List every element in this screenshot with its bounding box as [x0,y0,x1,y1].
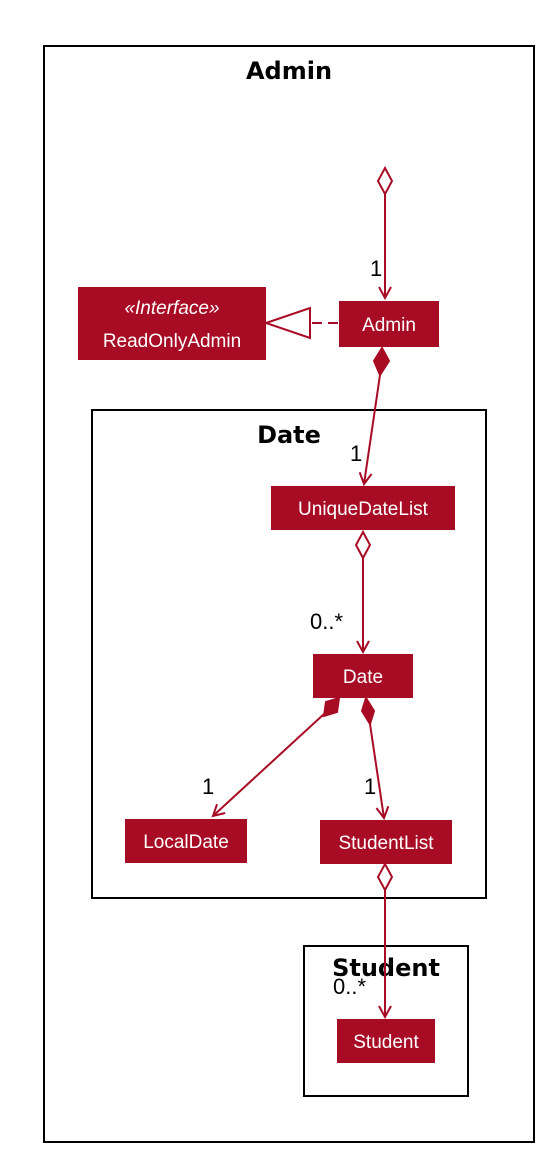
date-label: Date [343,667,383,688]
aggregation-diamond-icon [354,529,372,561]
package-admin: Admin [43,45,535,1143]
admin-label: Admin [362,315,416,336]
relation-realization-read-only-admin [262,306,338,340]
relation-student-list-to-student: 0..* [333,861,394,1017]
multiplicity-date-to-student-list: 1 [364,774,376,799]
multiplicity-unique-date-list-to-date: 0..* [310,609,343,634]
read-only-admin-stereotype: «Interface» [124,298,219,319]
package-admin-title: Admin [246,57,332,85]
relation-unique-date-list-to-date: 0..* [310,529,372,652]
composition-diamond-icon [360,695,376,727]
composition-diamond-icon [372,345,391,378]
local-date-label: LocalDate [143,832,229,853]
package-date: Date [91,409,487,899]
unique-date-list-label: UniqueDateList [298,499,429,520]
aggregation-diamond-icon [376,861,394,893]
class-admin[interactable]: Admin [339,301,439,347]
read-only-admin-label: ReadOnlyAdmin [103,331,241,352]
multiplicity-student-list-to-student: 0..* [333,974,366,999]
relation-to-admin: 1 [370,165,394,298]
realization-triangle-icon [262,306,311,340]
aggregation-diamond-icon [376,165,394,197]
student-list-label: StudentList [338,833,434,854]
relation-date-to-student-list: 1 [360,695,384,818]
composition-diamond-icon [322,696,341,718]
relation-date-to-local-date: 1 [202,696,341,816]
class-student[interactable]: Student [337,1019,435,1063]
multiplicity-date-to-local-date: 1 [202,774,214,799]
class-date[interactable]: Date [313,654,413,698]
student-label: Student [353,1032,419,1053]
multiplicity-to-admin: 1 [370,256,382,281]
class-student-list[interactable]: StudentList [320,820,452,864]
class-unique-date-list[interactable]: UniqueDateList [271,486,455,530]
class-local-date[interactable]: LocalDate [125,819,247,863]
class-read-only-admin[interactable]: «Interface» ReadOnlyAdmin [78,287,266,360]
relation-admin-to-unique-date-list: 1 [350,345,391,484]
multiplicity-admin-to-unique-date-list: 1 [350,441,362,466]
package-date-title: Date [257,421,321,449]
